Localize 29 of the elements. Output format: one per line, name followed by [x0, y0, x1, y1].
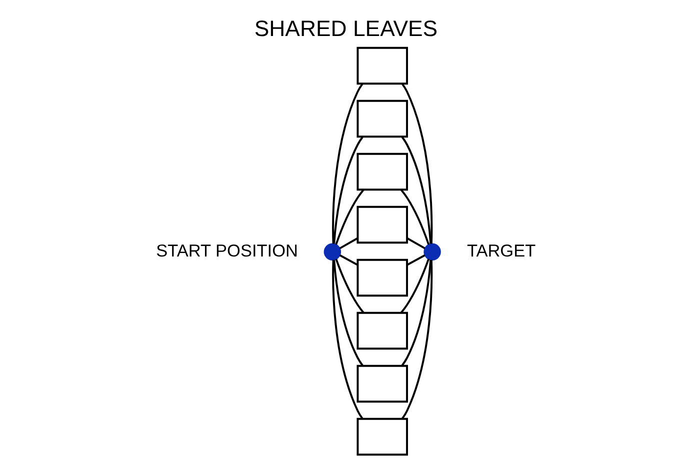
connector: [332, 83, 363, 244]
connector: [334, 258, 364, 314]
node-box: [356, 364, 408, 403]
connector: [338, 238, 358, 250]
node-box: [356, 206, 408, 244]
connector: [400, 136, 432, 244]
node-box: [356, 152, 408, 191]
connector: [332, 136, 363, 244]
node-circle: [423, 243, 440, 260]
connector: [400, 189, 430, 245]
node-label: TARGET: [466, 240, 536, 260]
connector: [338, 254, 358, 266]
connector: [406, 237, 425, 250]
connector: [401, 83, 432, 244]
connector: [406, 254, 425, 266]
connector: [334, 189, 364, 245]
node-box: [356, 46, 408, 85]
connector: [332, 260, 363, 366]
connector: [332, 260, 363, 420]
connector: [401, 260, 432, 420]
node-circle: [323, 243, 341, 260]
connector: [400, 260, 432, 366]
node-box: [356, 418, 408, 456]
node-box: [356, 312, 408, 350]
node-label: START POSITION: [156, 240, 298, 260]
connector: [400, 258, 430, 314]
node-box: [356, 258, 408, 297]
node-box: [356, 100, 408, 138]
diagram-title: SHARED LEAVES: [254, 16, 438, 42]
